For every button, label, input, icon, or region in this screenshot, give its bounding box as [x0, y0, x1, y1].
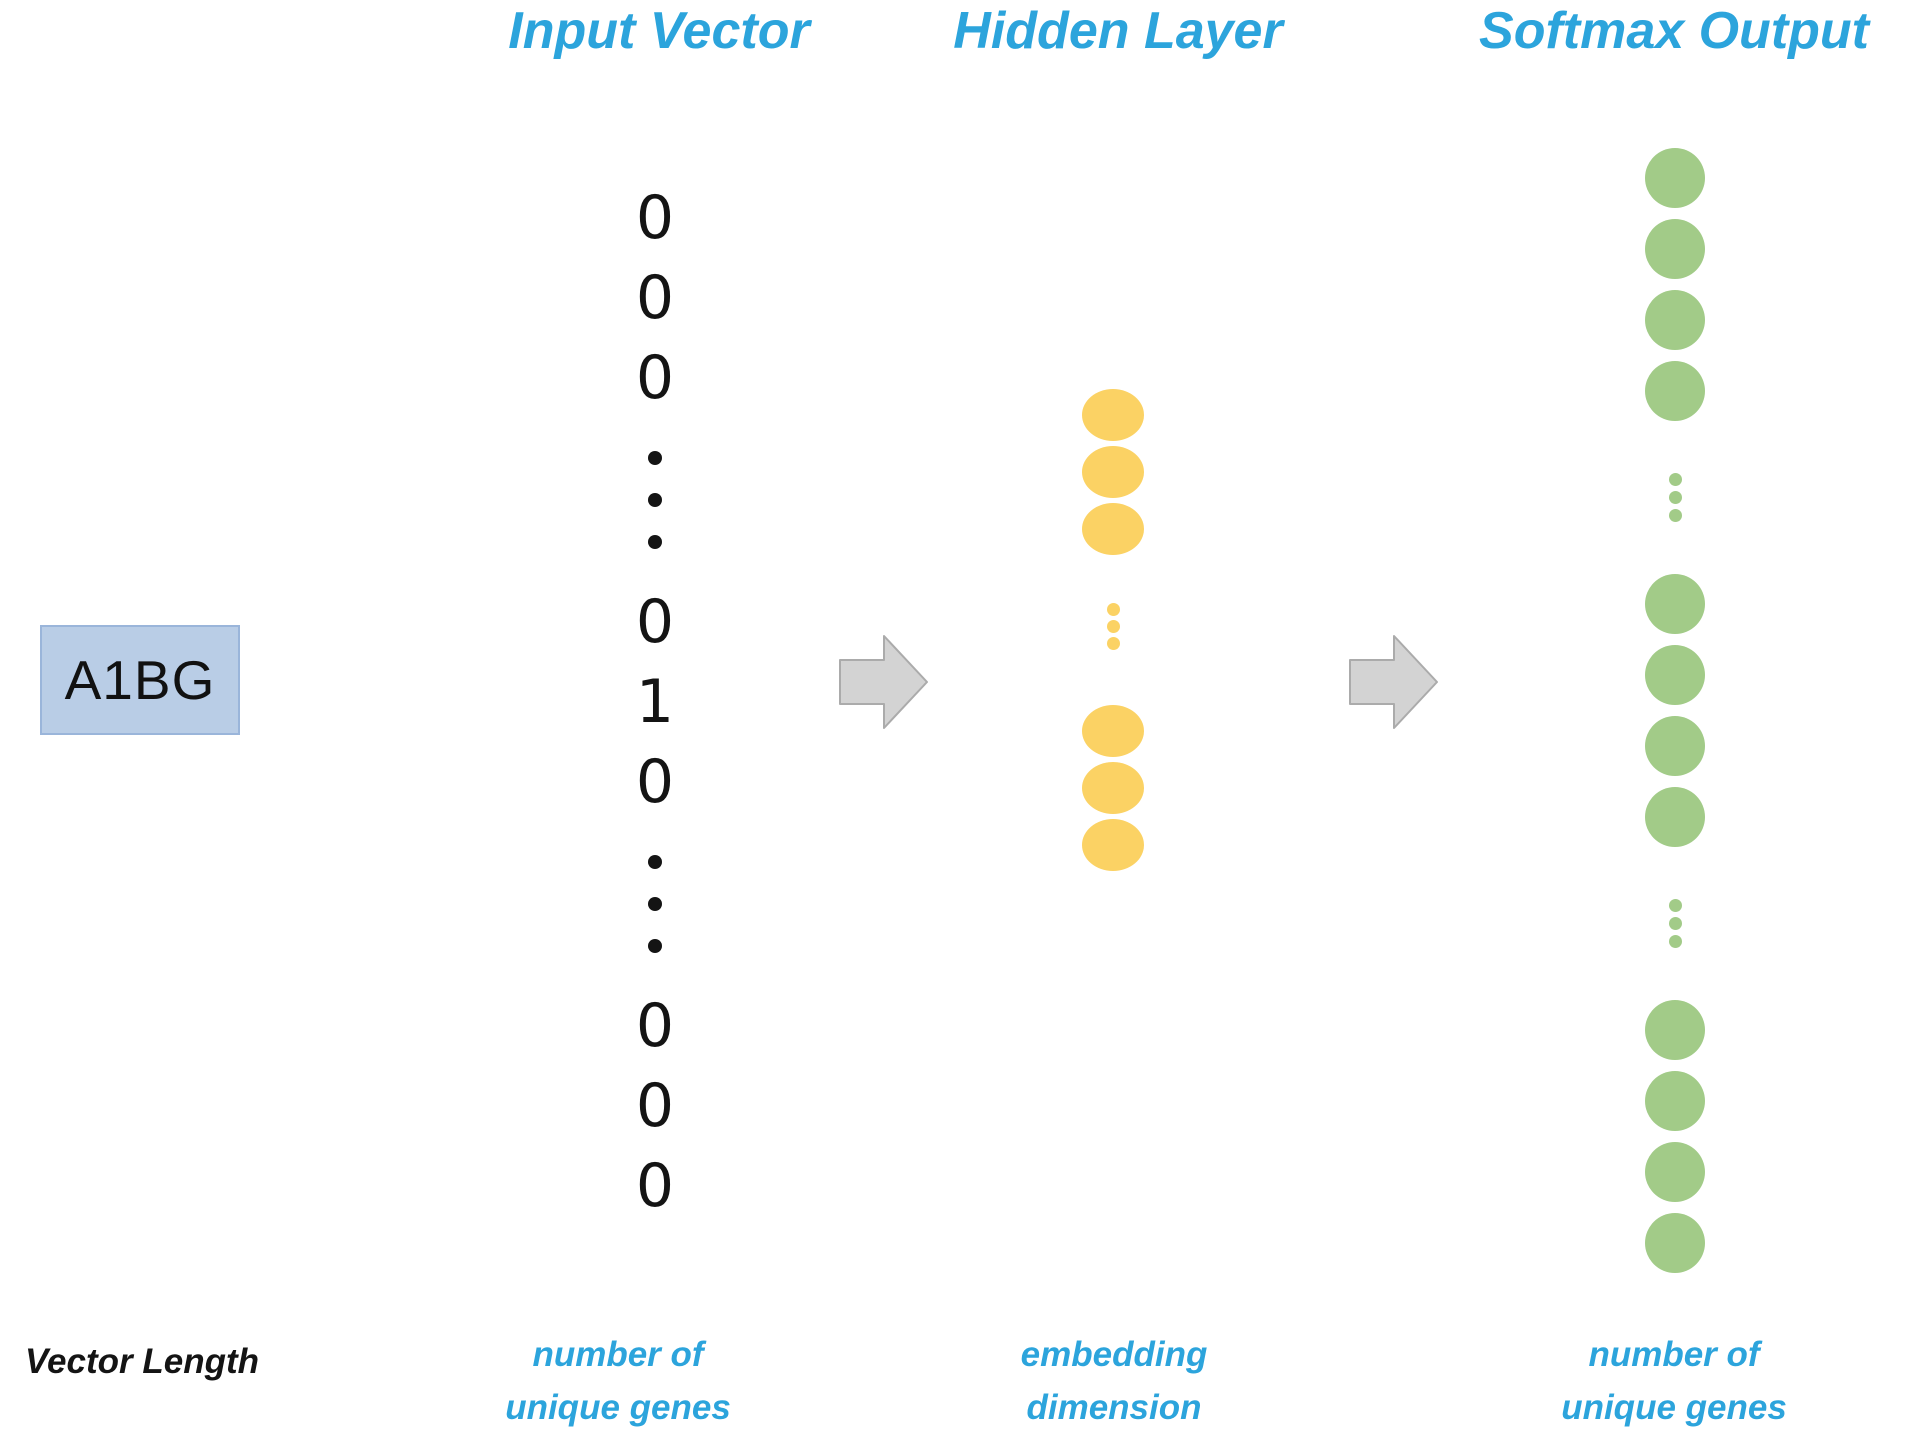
input-vector-column: 0 0 0 0 1 0 0 0 0	[610, 178, 700, 1226]
hidden-node-group	[1082, 705, 1144, 871]
hidden-node	[1082, 819, 1144, 871]
softmax-output-column	[1645, 148, 1705, 1273]
input-vector-header: Input Vector	[508, 2, 810, 60]
vector-digit: 0	[635, 183, 675, 253]
hidden-layer-header: Hidden Layer	[953, 2, 1283, 60]
ellipsis-dot	[648, 897, 662, 911]
output-node	[1645, 1142, 1705, 1202]
ellipsis-dots	[648, 855, 662, 953]
output-node	[1645, 716, 1705, 776]
hidden-column-caption: embedding dimension	[1021, 1328, 1208, 1429]
vector-digit: 0	[635, 747, 675, 817]
ellipsis-dot	[1668, 935, 1682, 948]
output-node	[1645, 148, 1705, 208]
ellipsis-dot	[1668, 899, 1682, 912]
hidden-layer-column	[1082, 389, 1144, 871]
ellipsis-dot	[648, 493, 662, 507]
caption-line: number of	[1588, 1335, 1760, 1374]
output-node	[1645, 645, 1705, 705]
output-column-caption: number of unique genes	[1561, 1328, 1787, 1429]
ellipsis-dot	[648, 451, 662, 465]
output-node	[1645, 574, 1705, 634]
vector-digit: 0	[635, 991, 675, 1061]
ellipsis-dot	[648, 855, 662, 869]
output-node	[1645, 219, 1705, 279]
ellipsis-dots	[1668, 473, 1682, 522]
output-node	[1645, 290, 1705, 350]
vector-digit: 0	[635, 587, 675, 657]
ellipsis-dot	[1106, 603, 1120, 616]
hidden-node	[1082, 762, 1144, 814]
gene-label: A1BG	[64, 649, 216, 711]
caption-line: unique genes	[1561, 1388, 1787, 1427]
ellipsis-dot	[1668, 509, 1682, 522]
ellipsis-dots	[1668, 899, 1682, 948]
vector-length-label: Vector Length	[25, 1342, 259, 1381]
vector-digit: 0	[635, 263, 675, 333]
ellipsis-dot	[1106, 620, 1120, 633]
ellipsis-dot	[1106, 637, 1120, 650]
softmax-output-header: Softmax Output	[1479, 2, 1869, 60]
ellipsis-dots	[648, 451, 662, 549]
vector-digit: 1	[635, 667, 675, 737]
vector-digit: 0	[635, 1071, 675, 1141]
hidden-node	[1082, 503, 1144, 555]
output-node-group	[1645, 1000, 1705, 1273]
output-node	[1645, 1213, 1705, 1273]
output-node	[1645, 1071, 1705, 1131]
ellipsis-dots	[1106, 603, 1120, 650]
input-column-caption: number of unique genes	[505, 1328, 731, 1429]
caption-line: number of	[532, 1335, 704, 1374]
ellipsis-dot	[648, 535, 662, 549]
caption-line: dimension	[1026, 1388, 1202, 1427]
output-node-group	[1645, 574, 1705, 847]
ellipsis-dot	[1668, 491, 1682, 504]
output-node	[1645, 787, 1705, 847]
caption-line: unique genes	[505, 1388, 731, 1427]
caption-line: embedding	[1020, 1335, 1208, 1374]
hidden-node	[1082, 389, 1144, 441]
output-node	[1645, 361, 1705, 421]
hidden-node	[1082, 446, 1144, 498]
hidden-node-group	[1082, 389, 1144, 555]
right-arrow-icon	[1349, 635, 1438, 729]
ellipsis-dot	[648, 939, 662, 953]
right-arrow-icon	[839, 635, 928, 729]
gene-label-box: A1BG	[40, 625, 240, 735]
vector-digit: 0	[635, 1151, 675, 1221]
output-node	[1645, 1000, 1705, 1060]
output-node-group	[1645, 148, 1705, 421]
ellipsis-dot	[1668, 473, 1682, 486]
hidden-node	[1082, 705, 1144, 757]
vector-digit: 0	[635, 343, 675, 413]
ellipsis-dot	[1668, 917, 1682, 930]
